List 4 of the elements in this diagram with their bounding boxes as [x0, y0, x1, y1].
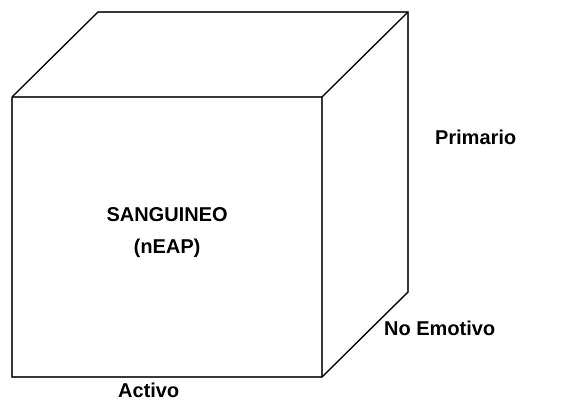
axis-label: Activo: [118, 380, 180, 403]
axis-label: No Emotivo: [384, 318, 496, 341]
axis-label: Primario: [435, 127, 516, 150]
cube-label: SANGUINEO (nEAP): [105, 203, 229, 260]
